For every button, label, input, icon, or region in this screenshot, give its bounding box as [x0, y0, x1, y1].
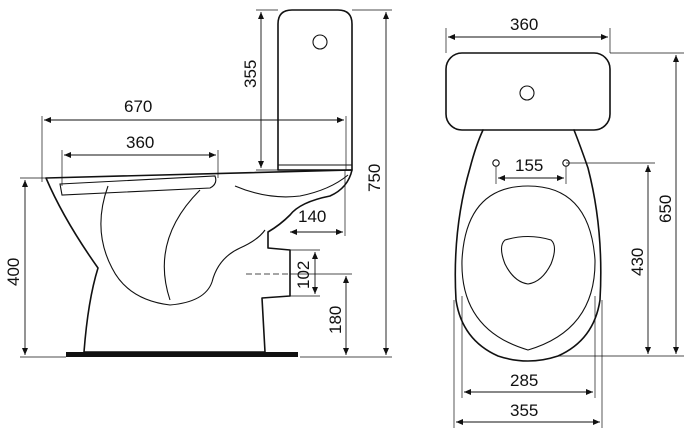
flush-button: [312, 34, 328, 50]
dim-outlet-offset: 140: [298, 207, 326, 226]
dim-hinge-spacing: 155: [515, 156, 543, 175]
dim-bowl-height: 400: [4, 258, 23, 286]
tank-outline: [277, 9, 353, 171]
dim-bowl-width: 355: [510, 401, 538, 420]
flush-button-top: [519, 85, 535, 101]
dim-total-depth: 650: [656, 195, 675, 223]
dim-outlet-diameter: 102: [294, 261, 313, 289]
hinge-hole-left: [492, 159, 500, 167]
dim-tank-height: 355: [241, 60, 260, 88]
dim-base-width: 285: [510, 371, 538, 390]
tank-top-outline: [445, 52, 611, 131]
dim-seat-length-top: 430: [628, 248, 647, 276]
dim-total-height: 750: [365, 164, 384, 192]
dim-outlet-height: 180: [326, 306, 345, 334]
top-view: 360 155 430 650 285 355: [445, 15, 684, 428]
seat-top-outline: [461, 185, 596, 351]
floor-plate: [66, 352, 298, 357]
bowl-outline: [45, 169, 353, 353]
bowl-opening: [500, 235, 556, 285]
side-view: 670 360 355 750 400 140 102 180: [4, 9, 392, 358]
dim-tank-width: 360: [510, 15, 538, 34]
dim-overall-length: 670: [124, 97, 152, 116]
trap-inner: [100, 185, 266, 306]
bowl-top-outline: [454, 129, 602, 362]
dim-seat-length: 360: [126, 133, 154, 152]
seat-outline: [59, 175, 217, 196]
